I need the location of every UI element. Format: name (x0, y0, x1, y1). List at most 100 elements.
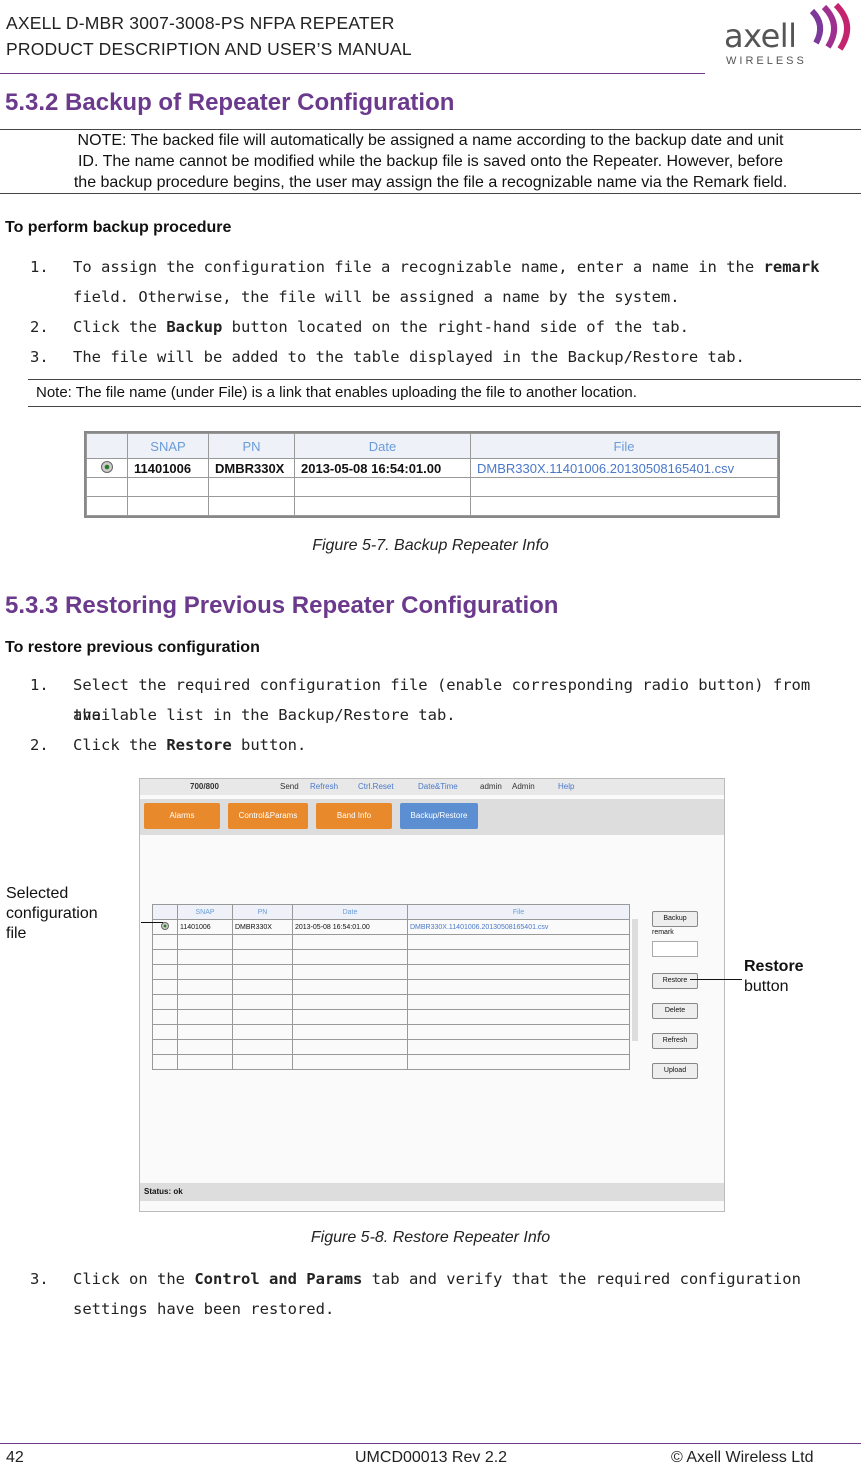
note-box: NOTE: The backed file will automatically… (0, 129, 861, 194)
note-line-1: NOTE: The backed file will automatically… (77, 132, 784, 149)
file-link[interactable]: DMBR330X.11401006.20130508165401.csv (407, 919, 630, 935)
table-cell: DMBR330X (232, 919, 293, 935)
header-rule (0, 73, 705, 74)
ctrl-reset-link[interactable]: Ctrl.Reset (358, 782, 394, 791)
app-topbar: 700/800 Send Refresh Ctrl.Reset Date&Tim… (140, 779, 724, 795)
step-text: Select the required configuration file (… (73, 676, 811, 724)
restore-button[interactable]: Restore (652, 973, 698, 989)
procedure-heading-backup: To perform backup procedure (5, 219, 232, 236)
logo-text: axell (724, 17, 797, 55)
radio-button-selected[interactable] (161, 922, 169, 930)
document-id: UMCD00013 Rev 2.2 (355, 1449, 508, 1466)
procedure-heading-restore: To restore previous configuration (5, 639, 260, 656)
model-label: 700/800 (190, 782, 219, 791)
table-row (152, 1024, 630, 1040)
send-link[interactable]: Send (280, 782, 299, 791)
step-bold: remark (763, 258, 820, 276)
step-text: To assign the configuration file a recog… (73, 258, 764, 276)
note-line-3: the backup procedure begins, the user ma… (73, 174, 788, 191)
tab-control-params[interactable]: Control&Params (228, 803, 308, 829)
table-row (152, 979, 630, 995)
list-item: 3. The file will be added to the table d… (0, 342, 861, 372)
step-text: tab and verify that the required configu… (362, 1270, 801, 1288)
table-scrollbar[interactable] (632, 919, 638, 1041)
figure-caption-5-8: Figure 5-8. Restore Repeater Info (310, 1229, 551, 1246)
logo-arcs-icon (809, 3, 850, 51)
list-number: 1. (30, 258, 49, 276)
table-row (86, 477, 778, 497)
date-time-link[interactable]: Date&Time (418, 782, 458, 791)
table-row (152, 1054, 630, 1070)
column-header: SNAP (177, 904, 233, 920)
step-bold: Restore (166, 736, 232, 754)
table-row (152, 1009, 630, 1025)
restore-table: SNAP PN Date File 11401006 DMBR330X 2013… (152, 904, 630, 1070)
tab-alarms[interactable]: Alarms (144, 803, 220, 829)
step-text: button. (231, 736, 307, 754)
axell-logo: axell WIRELESS (724, 3, 854, 69)
table-row (152, 994, 630, 1010)
header-line-1: AXELL D-MBR 3007-3008-PS NFPA REPEATER (6, 13, 395, 33)
table-row: 11401006 DMBR330X 2013-05-08 16:54:01.00… (86, 458, 778, 478)
callout-line: Selected (6, 885, 69, 902)
delete-button[interactable]: Delete (652, 1003, 698, 1019)
callout-line: file (6, 925, 27, 942)
note-line-2: ID. The name cannot be modified while th… (77, 153, 783, 170)
step-text: Click the (73, 736, 167, 754)
table-header-row: SNAP PN Date File (152, 904, 630, 920)
upload-button[interactable]: Upload (652, 1063, 698, 1079)
list-number: 2. (30, 318, 49, 336)
table-cell: 11401006 (127, 458, 209, 478)
app-tabbar: Alarms Control&Params Band Info Backup/R… (140, 799, 724, 835)
column-header (152, 904, 178, 920)
step-text: button located on the right-hand side of… (222, 318, 689, 336)
table-cell: 11401006 (177, 919, 233, 935)
radio-button[interactable] (101, 460, 113, 473)
callout-leader-line (141, 922, 163, 923)
figure-caption-5-7: Figure 5-7. Backup Repeater Info (312, 537, 549, 554)
table-cell: DMBR330X (208, 458, 295, 478)
list-item: 2. Click the Restore button. (0, 730, 861, 760)
step-text: available list in the Backup/Restore tab… (73, 706, 456, 724)
step-text: Click the (73, 318, 167, 336)
file-link[interactable]: DMBR330X.11401006.20130508165401.csv (470, 458, 778, 478)
section-title-restore: 5.3.3 Restoring Previous Repeater Config… (5, 592, 559, 619)
callout-restore-button: Restore button (744, 957, 804, 997)
status-bar: Status: ok (140, 1183, 724, 1201)
file-link-note: Note: The file name (under File) is a li… (28, 379, 861, 407)
refresh-link[interactable]: Refresh (310, 782, 339, 791)
copyright: © Axell Wireless Ltd (671, 1449, 814, 1466)
column-header: Date (292, 904, 408, 920)
logo-subtext: WIRELESS (726, 55, 807, 67)
step-bold: Backup (166, 318, 223, 336)
column-header: SNAP (127, 433, 209, 459)
remark-input[interactable] (652, 941, 698, 957)
callout-line: button (744, 978, 789, 995)
callout-line: Restore (744, 958, 804, 975)
refresh-button[interactable]: Refresh (652, 1033, 698, 1049)
remark-label: remark (652, 929, 674, 936)
backup-button[interactable]: Backup (652, 911, 698, 927)
callout-leader-line (690, 979, 742, 980)
page-number: 42 (6, 1449, 24, 1466)
table-row (152, 1039, 630, 1055)
step-text: The file will be added to the table disp… (73, 348, 745, 366)
role-label: Admin (512, 782, 535, 791)
backup-table: SNAP PN Date File 11401006 DMBR330X 2013… (86, 433, 778, 516)
column-header: File (470, 433, 778, 459)
table-row (152, 964, 630, 980)
table-row (152, 949, 630, 965)
user-label: admin (480, 782, 502, 791)
step-text: field. Otherwise, the file will be assig… (73, 288, 680, 306)
section-title-backup: 5.3.2 Backup of Repeater Configuration (5, 89, 455, 116)
table-header-row: SNAP PN Date File (86, 433, 778, 459)
help-link[interactable]: Help (558, 782, 575, 791)
table-cell: 2013-05-08 16:54:01.00 (292, 919, 408, 935)
column-header: PN (232, 904, 293, 920)
tab-backup-restore[interactable]: Backup/Restore (400, 803, 478, 829)
list-number: 3. (30, 1270, 49, 1288)
tab-band-info[interactable]: Band Info (316, 803, 392, 829)
list-item: 2. Click the Backup button located on th… (0, 312, 861, 342)
column-header: File (407, 904, 630, 920)
list-item: 1. Select the required configuration fil… (0, 670, 861, 724)
